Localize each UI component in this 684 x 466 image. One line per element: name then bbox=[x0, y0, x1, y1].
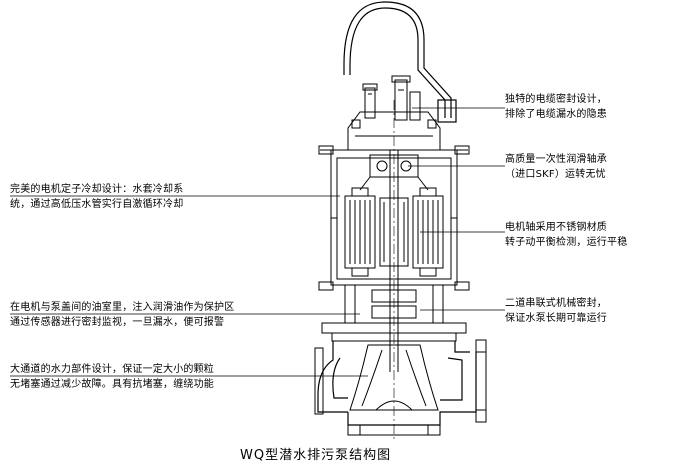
callout-mech-seal-line1: 二道串联式机械密封， bbox=[505, 298, 607, 309]
callout-bearing: 高质量一次性润滑轴承 （进口SKF）运转无忧 bbox=[505, 152, 607, 182]
callout-impeller-channel: 大通道的水力部件设计，保证一定大小的颗粒 无堵塞通过减少故障。具有抗堵塞，缠绕功… bbox=[10, 362, 214, 392]
inlet-flange bbox=[314, 347, 324, 415]
callout-motor-cooling-line2: 统，通过高低压水管实行自激循环冷却 bbox=[10, 199, 184, 210]
motor-stator-left bbox=[344, 187, 376, 277]
callout-bearing-line2: （进口SKF）运转无忧 bbox=[505, 169, 606, 180]
volute-casing bbox=[317, 341, 477, 426]
callout-bearing-line1: 高质量一次性润滑轴承 bbox=[505, 154, 607, 165]
diagram-caption: WQ型潜水排污泵结构图 bbox=[240, 448, 392, 463]
callout-cable-seal-line2: 排除了电缆漏水的隐患 bbox=[505, 109, 607, 120]
callout-oil-chamber-line1: 在电机与泵盖间的油室里，注入润滑油作为保护区 bbox=[10, 302, 235, 313]
pump-base bbox=[347, 424, 441, 436]
callout-impeller-channel-line2: 无堵塞通过减少故障。具有抗堵塞，缠绕功能 bbox=[10, 379, 214, 390]
oil-chamber bbox=[344, 284, 444, 324]
callout-cable-seal-line1: 独特的电缆密封设计， bbox=[505, 94, 607, 105]
cable-glands bbox=[362, 75, 421, 121]
callout-cable-seal: 独特的电缆密封设计， 排除了电缆漏水的隐患 bbox=[505, 92, 607, 122]
lifting-handle bbox=[343, 1, 457, 123]
callout-mech-seal: 二道串联式机械密封， 保证水泵长期可靠运行 bbox=[505, 296, 607, 326]
callout-rotor-line2: 转子动平衡检测，运行平稳 bbox=[505, 237, 628, 248]
callout-leader-lines bbox=[10, 107, 505, 377]
callout-motor-cooling-line1: 完美的电机定子冷却设计：水套冷却系 bbox=[10, 184, 184, 195]
callout-mech-seal-line2: 保证水泵长期可靠运行 bbox=[505, 313, 607, 324]
callout-rotor: 电机轴采用不锈钢材质 转子动平衡检测，运行平稳 bbox=[505, 220, 627, 250]
callout-oil-chamber-line2: 通过传感器进行密封监视，一旦漏水，便可报警 bbox=[10, 317, 225, 328]
impeller bbox=[349, 344, 439, 411]
callout-rotor-line1: 电机轴采用不锈钢材质 bbox=[505, 222, 607, 233]
callout-oil-chamber: 在电机与泵盖间的油室里，注入润滑油作为保护区 通过传感器进行密封监视，一旦漏水，… bbox=[10, 300, 234, 330]
callout-impeller-channel-line1: 大通道的水力部件设计，保证一定大小的颗粒 bbox=[10, 364, 214, 375]
pump-shaft bbox=[389, 100, 399, 440]
pump-cover bbox=[321, 322, 467, 342]
discharge-flange bbox=[475, 339, 487, 423]
callout-motor-cooling: 完美的电机定子冷却设计：水套冷却系 统，通过高低压水管实行自激循环冷却 bbox=[10, 182, 183, 212]
